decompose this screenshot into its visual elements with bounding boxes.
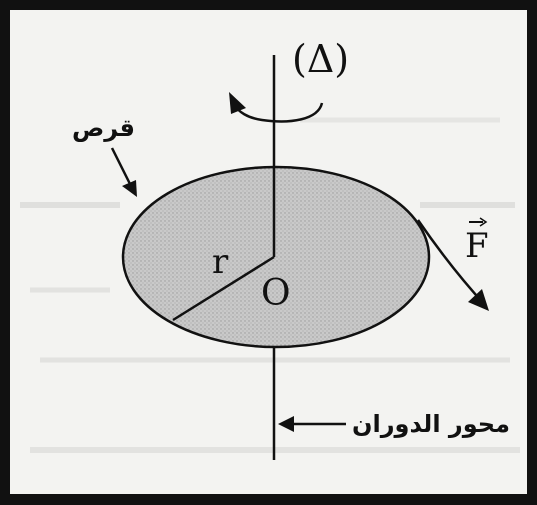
axis-pointer-arrowhead	[278, 416, 294, 432]
force-vector-bar-head	[479, 217, 488, 227]
radius-label: r	[212, 242, 229, 282]
disc-pointer-arrowhead	[122, 180, 137, 197]
disc-label: قرص	[72, 114, 135, 142]
disc	[121, 165, 431, 349]
rotation-direction-arc	[232, 102, 324, 123]
axis-symbol-label: (Δ)	[292, 37, 349, 81]
rotation-arrowhead	[229, 92, 246, 114]
axis-caption-label: محور الدوران	[352, 410, 510, 438]
disc-pointer-line	[110, 147, 132, 185]
force-label: F	[465, 226, 489, 266]
force-arrowhead	[468, 289, 489, 311]
center-label: O	[261, 273, 291, 314]
radius-line	[172, 255, 275, 322]
